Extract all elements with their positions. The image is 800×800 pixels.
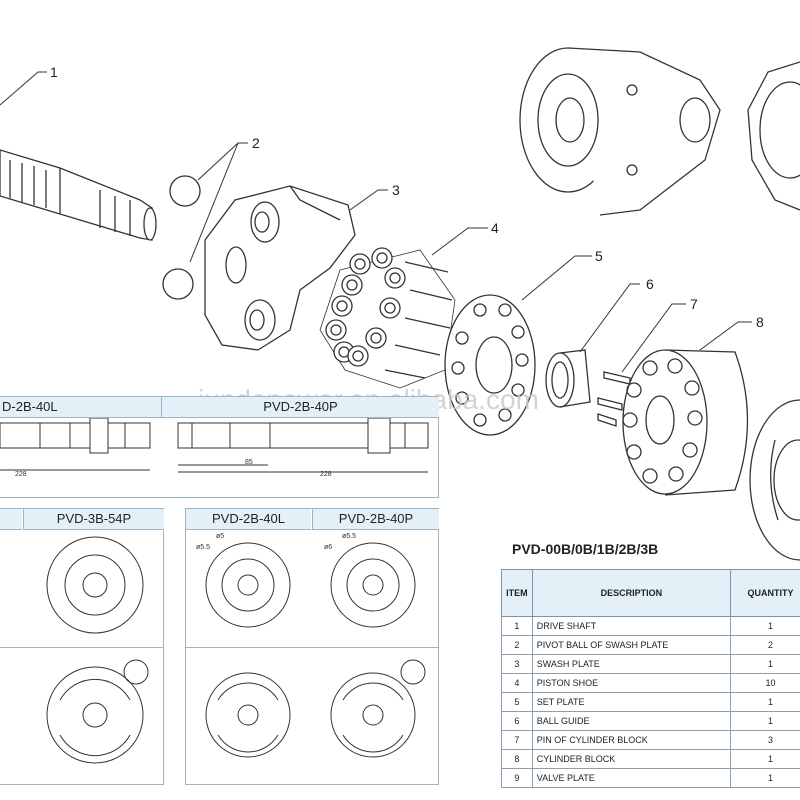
cell-item: 9 xyxy=(501,768,533,788)
shaft-drawing-left xyxy=(0,417,151,471)
dia-b2: ø6 xyxy=(324,544,333,551)
callout-2: 2 xyxy=(252,135,260,151)
callout-4: 4 xyxy=(491,220,499,236)
cell-description: SWASH PLATE xyxy=(531,654,732,674)
parts-table-header: ITEM DESCRIPTION QUANTITY xyxy=(501,569,800,617)
valve-right-divider xyxy=(186,647,438,648)
valve-label-a: PVD-2B-40L xyxy=(186,509,311,530)
cell-description: PISTON SHOE xyxy=(531,673,732,693)
cell-item: 5 xyxy=(501,692,533,712)
dim-left: 228 xyxy=(15,471,27,478)
swash-plate xyxy=(204,185,356,351)
pivot-ball-bottom xyxy=(162,268,194,300)
callout-6: 6 xyxy=(646,276,654,292)
cell-description: DRIVE SHAFT xyxy=(531,616,732,636)
cell-description: BALL GUIDE xyxy=(531,711,732,731)
cell-quantity: 3 xyxy=(730,730,800,750)
cell-quantity: 1 xyxy=(730,711,800,731)
pivot-ball-top xyxy=(169,175,201,207)
cell-item: 2 xyxy=(501,635,533,655)
cell-item: 1 xyxy=(501,616,533,636)
piston-shoes xyxy=(319,247,456,389)
cell-description: CYLINDER BLOCK xyxy=(531,749,732,769)
valve-left-blank-header xyxy=(0,509,22,530)
shaft-label-right: PVD-2B-40P xyxy=(161,397,439,418)
cell-item: 4 xyxy=(501,673,533,693)
cell-item: 8 xyxy=(501,749,533,769)
valve-drawings xyxy=(46,536,426,764)
valve-panel-right: PVD-2B-40L PVD-2B-40P ø5 ø5.5 ø5.5 ø6 xyxy=(185,508,439,785)
cell-item: 6 xyxy=(501,711,533,731)
callout-1: 1 xyxy=(50,64,58,80)
valve-panel-left: PVD-3B-54P xyxy=(0,508,164,785)
cell-description: SET PLATE xyxy=(531,692,732,712)
cell-quantity: 2 xyxy=(730,635,800,655)
valve-label-b: PVD-2B-40P xyxy=(312,509,439,530)
callout-leaders xyxy=(0,71,752,373)
cell-description: PIVOT BALL OF SWASH PLATE xyxy=(531,635,732,655)
callout-5: 5 xyxy=(595,248,603,264)
callout-7: 7 xyxy=(690,296,698,312)
col-description: DESCRIPTION xyxy=(531,569,732,617)
cylinder-block xyxy=(622,349,749,496)
cell-description: PIN OF CYLINDER BLOCK xyxy=(531,730,732,750)
dia-a2: ø5.5 xyxy=(196,544,211,551)
valve-plate xyxy=(749,399,800,561)
pump-housing-right xyxy=(747,61,800,211)
cell-quantity: 1 xyxy=(730,654,800,674)
ball-guide xyxy=(545,349,591,408)
parts-table-title: PVD-00B/0B/1B/2B/3B xyxy=(512,541,659,557)
callout-8: 8 xyxy=(756,314,764,330)
pump-housing-left xyxy=(519,47,721,216)
col-item: ITEM xyxy=(501,569,533,617)
cell-quantity: 1 xyxy=(730,692,800,712)
cell-quantity: 1 xyxy=(730,749,800,769)
valve-left-label: PVD-3B-54P xyxy=(23,509,164,530)
dia-a: ø5 xyxy=(216,533,225,540)
set-plate xyxy=(444,294,536,436)
shaft-drawing-right xyxy=(177,417,429,473)
shaft-panel: D-2B-40L PVD-2B-40P 228 85 228 xyxy=(0,396,439,498)
col-quantity: QUANTITY xyxy=(730,569,800,617)
drive-shaft xyxy=(0,149,157,241)
dia-b: ø5.5 xyxy=(342,533,357,540)
cell-quantity: 1 xyxy=(730,768,800,788)
cell-description: VALVE PLATE xyxy=(531,768,732,788)
cell-quantity: 10 xyxy=(730,673,800,693)
dim-right: 228 xyxy=(320,471,332,478)
dim-right-small: 85 xyxy=(245,459,253,466)
cell-item: 7 xyxy=(501,730,533,750)
cell-item: 3 xyxy=(501,654,533,674)
cell-quantity: 1 xyxy=(730,616,800,636)
shaft-label-left: D-2B-40L xyxy=(0,397,162,418)
callout-3: 3 xyxy=(392,182,400,198)
valve-left-divider xyxy=(0,647,163,648)
